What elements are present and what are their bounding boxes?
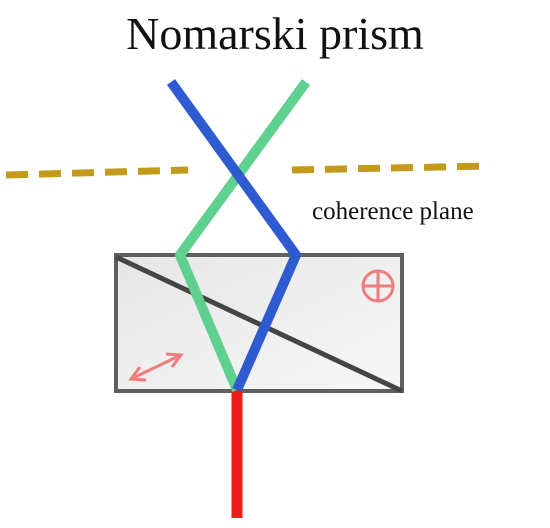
circle-plus-icon bbox=[361, 269, 395, 303]
prism-diagonal-interface bbox=[114, 254, 404, 394]
coherence-plane-label: coherence plane bbox=[312, 198, 474, 225]
coherence-plane-left bbox=[5, 166, 189, 179]
split-beam-blue bbox=[166, 79, 301, 393]
diagram-title: Nomarski prism bbox=[126, 8, 424, 59]
coherence-plane-right bbox=[291, 162, 491, 174]
double-arrow-icon bbox=[128, 352, 184, 382]
split-beam-green bbox=[175, 79, 311, 392]
